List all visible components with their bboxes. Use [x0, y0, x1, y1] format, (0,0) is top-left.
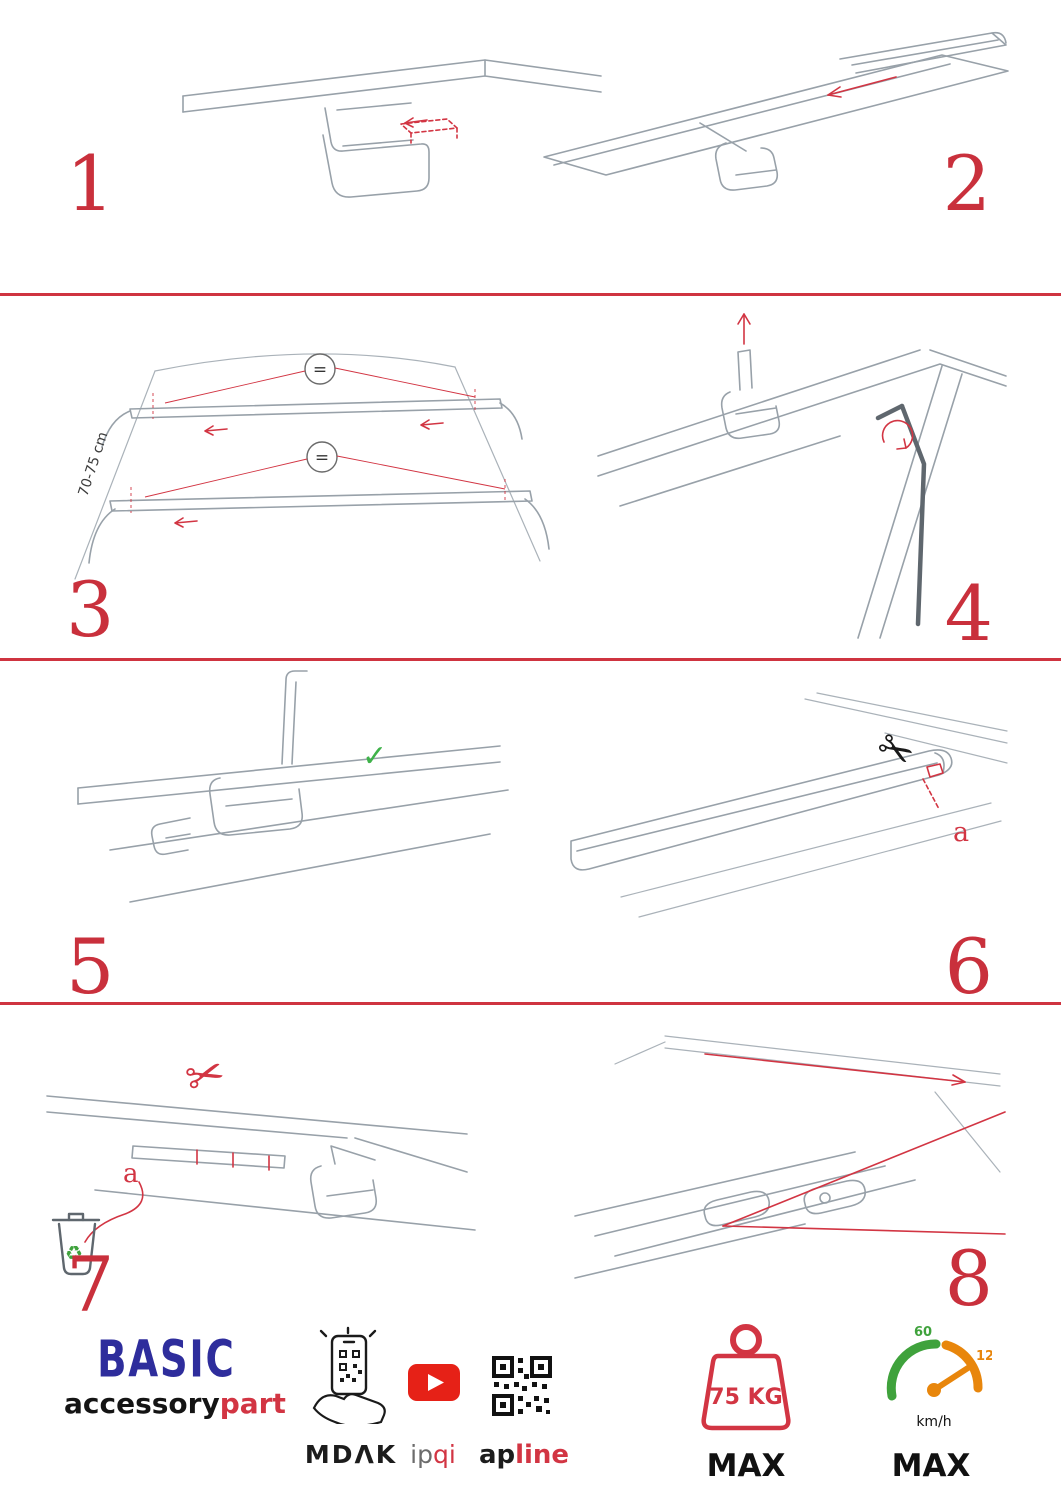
adjust-arrows	[174, 419, 444, 528]
youtube-icon	[408, 1364, 460, 1401]
step-5-number: 5	[66, 922, 115, 1011]
trim-piece	[926, 763, 944, 778]
weight-value: 75 KG	[709, 1385, 782, 1410]
speed-unit-label: km/h	[916, 1414, 951, 1430]
red-divider-3	[0, 1002, 1061, 1005]
distance-label: 70-75 cm	[76, 430, 112, 498]
steps-row-4: ✂ a ♻ 7	[0, 1005, 1061, 1329]
phone-qr-scan-icon	[312, 1326, 386, 1424]
footer: BASIC accessorypart MDΛK ipqi	[0, 1320, 1061, 1500]
speed-max-value: 120	[976, 1349, 992, 1364]
allen-key	[875, 403, 927, 627]
phone-qr-pattern	[339, 1350, 362, 1382]
recycle-icon: ♻	[65, 1241, 83, 1265]
cut-line	[922, 778, 940, 810]
clamp-bracket	[150, 777, 304, 856]
partner-ipqi-label: ipqi	[398, 1440, 468, 1469]
strap-hook	[281, 670, 308, 765]
speed-max-label: MAX	[891, 1448, 971, 1484]
brand-logo: BASIC	[97, 1329, 236, 1389]
roof-lines	[620, 692, 1008, 918]
rail-lines	[182, 59, 602, 113]
equal-guides	[130, 367, 506, 513]
step-3-illustration: = = 70-75 cm	[74, 353, 550, 580]
scissors-icon: ✂	[179, 1044, 231, 1107]
strap-to-cut	[131, 1145, 286, 1169]
brand-word-black: accessory	[64, 1387, 220, 1420]
slide-arrow	[827, 76, 897, 98]
hand-shape	[312, 1393, 386, 1424]
pull-up-arrow	[737, 313, 751, 345]
ipqi-gray: ip	[410, 1440, 433, 1469]
cut-marks	[196, 1149, 270, 1171]
apline-red: line	[515, 1440, 570, 1470]
speed-min-label: 60	[914, 1325, 932, 1340]
max-weight-icon: 75 KG	[701, 1324, 791, 1431]
rail-lines	[597, 349, 1007, 639]
sliding-strip	[839, 31, 1007, 74]
step-4-illustration	[597, 313, 1007, 639]
scissors-icon: ✂	[868, 720, 924, 780]
ipqi-red: qi	[433, 1440, 456, 1469]
step-4-number: 4	[944, 569, 993, 658]
brand-block: BASIC accessorypart	[64, 1329, 286, 1420]
step-2-illustration	[543, 31, 1009, 191]
step-1-number: 1	[66, 139, 115, 228]
door-frame-lines	[46, 1095, 476, 1231]
door-frame-lines	[77, 745, 509, 903]
step-2-number: 2	[942, 139, 991, 228]
step-8-illustration	[574, 1035, 1006, 1279]
speedometer-icon: 60 120 km/h	[886, 1325, 992, 1430]
qr-code-icon	[492, 1356, 552, 1416]
alignment-lines	[722, 1111, 1006, 1235]
part-a-label: a	[123, 1159, 139, 1189]
red-divider-2	[0, 658, 1061, 661]
step-3-number: 3	[66, 565, 115, 654]
bar-highlight	[704, 1053, 966, 1086]
checkmark-icon: ✓	[362, 739, 387, 774]
red-divider-1	[0, 293, 1061, 296]
part-a-label: a	[953, 817, 969, 848]
partner-apline-label: apline	[476, 1440, 572, 1470]
rear-crossbar	[88, 490, 550, 564]
svg-text:=: =	[313, 360, 327, 380]
steps-row-1: 1	[0, 0, 1061, 293]
weight-max-label: MAX	[706, 1448, 786, 1484]
rubber-pad-outline	[400, 118, 458, 144]
step-6-illustration: ✂ a	[570, 692, 1008, 918]
partner-mdak-label: MDΛK	[304, 1440, 398, 1469]
clamp-bracket	[720, 349, 781, 440]
step-5-illustration: ✓	[77, 670, 509, 903]
trash-bin-icon	[51, 1212, 101, 1276]
equal-badge-front: =	[304, 353, 336, 385]
brand-word-red: part	[219, 1387, 286, 1420]
front-crossbar	[101, 398, 523, 448]
steps-row-3: ✓ 5 ✂ a 6	[0, 661, 1061, 1011]
svg-text:=: =	[315, 448, 329, 468]
crossbar-end	[570, 749, 953, 871]
clamp-bracket	[322, 102, 430, 198]
step-7-illustration: ✂ a ♻	[46, 1044, 476, 1276]
clamp-bracket	[699, 122, 779, 191]
equal-badge-rear: =	[306, 441, 338, 473]
step-6-number: 6	[944, 922, 993, 1011]
clamp-bracket	[309, 1145, 378, 1219]
discard-path	[84, 1181, 144, 1243]
step-1-illustration	[182, 59, 602, 198]
step-8-number: 8	[944, 1234, 993, 1323]
rotate-arrow	[881, 419, 914, 450]
steps-row-2: = = 70-75 cm 3	[0, 296, 1061, 658]
step-7-number: 7	[66, 1240, 115, 1329]
insert-arrow	[404, 117, 428, 128]
roof-top-lines	[614, 1035, 1001, 1173]
crossbar	[543, 54, 1009, 176]
roof-rails	[574, 1151, 916, 1279]
apline-black: ap	[478, 1440, 516, 1470]
roof-outline	[74, 353, 541, 580]
brand-subtitle: accessorypart	[64, 1387, 286, 1420]
